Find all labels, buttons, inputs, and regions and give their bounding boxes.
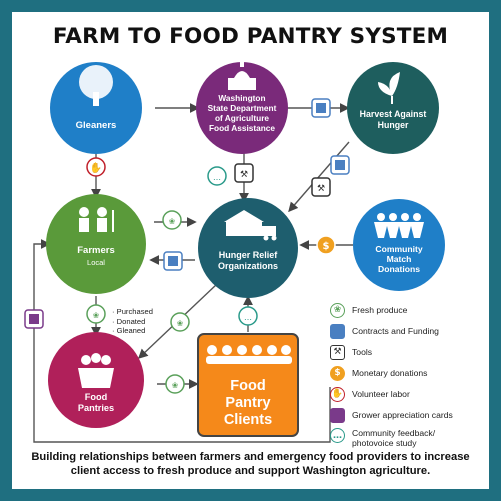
flow-diagram: Gleaners Washington State Department of … <box>24 62 445 443</box>
farmers-sublabel: Local <box>87 258 105 267</box>
svg-text:❀: ❀ <box>93 311 100 320</box>
flow-note-gleaned: · Gleaned <box>112 326 146 335</box>
community-label-line3: Donations <box>378 264 420 274</box>
poster-frame: FARM TO FOOD PANTRY SYSTEM <box>12 12 489 489</box>
pantries-label-line2: Pantries <box>78 403 114 413</box>
clients-label: Food Pantry Clients <box>210 378 286 429</box>
svg-text:…: … <box>213 173 221 182</box>
arrow-clients-farmers-loop <box>33 239 331 443</box>
clients-label-line3: Clients <box>223 412 273 428</box>
legend-item-contracts: Contracts and Funding <box>330 323 439 339</box>
dollar-badge: $ <box>316 235 336 255</box>
legend-item-feedback: … Community feedback/ photovoice study <box>330 428 462 450</box>
tools-badge-harvest: ⚒ <box>311 177 331 197</box>
feedback-badge-clients: … <box>238 306 258 326</box>
flow-note-purchased: · Purchased <box>112 307 153 316</box>
hand-icon: ✋ <box>330 386 345 402</box>
arrow-harvest-hunger <box>288 141 350 213</box>
flow-note: · Purchased · Donated · Gleaned <box>112 307 153 336</box>
wsda-label-line2: State Department <box>208 103 277 113</box>
hunger-node <box>198 198 298 298</box>
produce-badge-farmers-pantries: ❀ <box>86 304 106 324</box>
clients-label-line1: Food <box>230 378 266 394</box>
svg-text:…: … <box>244 313 252 322</box>
farmers-icon <box>79 207 114 232</box>
feedback-icon: … <box>330 428 345 443</box>
svg-text:$: $ <box>323 241 330 252</box>
svg-text:❀: ❀ <box>172 381 179 390</box>
harvest-label-line1: Harvest Against <box>360 109 427 119</box>
wsda-node <box>196 62 288 154</box>
clients-label-line2: Pantry <box>225 395 271 411</box>
svg-text:⚒: ⚒ <box>317 184 325 194</box>
page-title: FARM TO FOOD PANTRY SYSTEM <box>52 24 449 49</box>
produce-badge-hunger-pantries: ❀ <box>170 312 190 332</box>
people-icon <box>374 213 424 238</box>
wsda-label-line1: Washington <box>218 93 265 103</box>
tree-icon <box>79 65 113 106</box>
feedback-badge-wsda: … <box>207 166 227 186</box>
wsda-label-line3: of Agriculture <box>215 113 269 123</box>
volunteer-badge: ✋ <box>86 157 106 177</box>
legend-item-cards: Grower appreciation cards <box>330 407 453 423</box>
flow-note-donated: · Donated <box>112 316 146 326</box>
basket-icon <box>78 353 114 388</box>
warehouse-icon <box>224 210 277 241</box>
contract-badge-harvest <box>330 155 350 175</box>
gleaners-node <box>50 62 142 154</box>
harvest-label-line2: Hunger <box>378 120 409 130</box>
harvest-node <box>347 62 439 154</box>
dollar-icon: $ <box>330 365 345 381</box>
sprout-icon <box>378 72 400 104</box>
hunger-label-line1: Hunger Relief <box>219 250 279 260</box>
community-label-line1: Community <box>375 244 422 254</box>
clients-faces-icon <box>206 345 292 364</box>
contract-icon <box>330 323 345 339</box>
contract-badge-hunger-farmers <box>163 251 183 271</box>
produce-badge-pantries-clients: ❀ <box>165 374 185 394</box>
svg-text:✋: ✋ <box>90 161 102 174</box>
legend-item-monetary: $ Monetary donations <box>330 365 427 381</box>
card-badge-loop <box>24 309 44 329</box>
produce-icon: ❀ <box>330 302 345 318</box>
caption: Building relationships between farmers a… <box>31 451 470 477</box>
legend-item-volunteer: ✋ Volunteer labor <box>330 386 410 402</box>
gleaners-label: Gleaners <box>76 120 117 131</box>
farmers-node <box>46 194 146 294</box>
wsda-label-line4: Food Assistance <box>209 123 275 133</box>
community-label-line2: Match <box>387 254 412 264</box>
pantries-label-line1: Food <box>85 392 107 402</box>
legend-item-tools: ⚒ Tools <box>330 344 372 360</box>
card-icon <box>330 407 345 423</box>
svg-text:❀: ❀ <box>177 319 184 328</box>
capitol-icon <box>228 62 256 90</box>
tools-badge-wsda: ⚒ <box>234 163 254 183</box>
contract-badge-wsda-harvest <box>311 98 331 118</box>
legend-item-produce: ❀ Fresh produce <box>330 302 407 318</box>
hunger-label-line2: Organizations <box>218 261 278 271</box>
tools-icon: ⚒ <box>330 344 345 360</box>
produce-badge-farmers-hunger: ❀ <box>162 210 182 230</box>
farmers-label: Farmers <box>77 245 115 256</box>
svg-text:⚒: ⚒ <box>240 170 248 180</box>
svg-text:❀: ❀ <box>169 217 176 226</box>
